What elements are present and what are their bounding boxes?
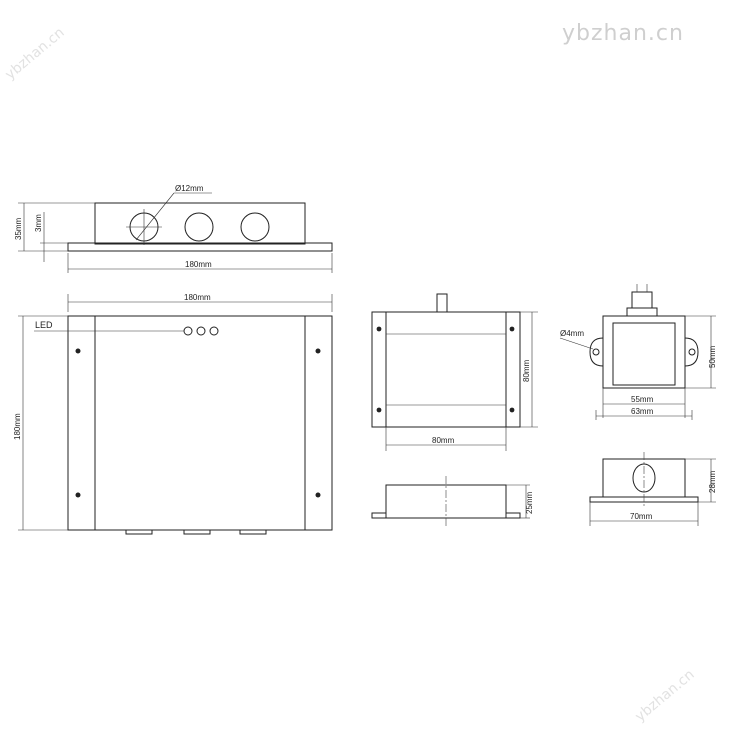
top-view-body [94, 202, 306, 245]
connector-1 [125, 529, 153, 535]
flange-thickness-label: 3mm [34, 214, 43, 232]
led-1 [183, 326, 193, 336]
connector-3 [239, 529, 267, 535]
mid-body [385, 311, 507, 428]
watermark-top-left: ybzhan.cn [2, 25, 67, 83]
right-ear-right [684, 337, 699, 367]
mid-plate [371, 311, 521, 428]
right-hole-label: Ø4mm [560, 329, 584, 338]
right-cable-gland [631, 291, 653, 309]
cable-hole-3 [240, 212, 270, 242]
middle-side-view: 25mm [371, 476, 534, 526]
mounting-hole-br [315, 492, 321, 498]
cable-hole-2 [184, 212, 214, 242]
mid-side-tab-left [371, 512, 387, 519]
mounting-hole-tr [315, 348, 321, 354]
right-height-label: 50mm [708, 345, 717, 368]
top-view: Ø12mm 35mm 3mm 180mm [14, 184, 333, 273]
mid-side-height-label: 25mm [525, 491, 534, 514]
led-label: LED [35, 320, 53, 330]
top-width-label: 180mm [185, 260, 212, 269]
front-panel [67, 315, 333, 531]
mid-height-label: 80mm [522, 359, 531, 382]
front-width-label: 180mm [184, 293, 211, 302]
front-height-label: 180mm [13, 413, 22, 440]
led-2 [196, 326, 206, 336]
right-body [602, 315, 686, 389]
top-view-flange [67, 242, 333, 252]
right-lid [612, 322, 676, 386]
watermark-top: ybzhan.cn [562, 21, 684, 46]
right-ear-left [589, 337, 604, 367]
mid-cable-gland [436, 293, 448, 313]
mounting-hole-bl [75, 492, 81, 498]
watermark-bottom-right: ybzhan.cn [632, 667, 697, 725]
led-3 [209, 326, 219, 336]
right-inner-width-label: 55mm [631, 395, 654, 404]
connector-2 [183, 529, 211, 535]
right-side-width-label: 70mm [630, 512, 653, 521]
right-hole-right [688, 348, 696, 356]
mid-side-tab-right [505, 512, 521, 519]
front-view: 180mm LED 180mm [13, 293, 333, 535]
top-height-label: 35mm [14, 217, 23, 240]
right-side-view: 28mm 70mm [589, 452, 717, 526]
right-side-height-label: 28mm [708, 470, 717, 493]
middle-top-view: 80mm 80mm [371, 293, 538, 451]
hole-diameter-label: Ø12mm [175, 184, 204, 193]
right-hole-left [592, 348, 600, 356]
right-top-view: Ø4mm 50mm 55mm 63mm [559, 284, 717, 420]
mounting-hole-tl [75, 348, 81, 354]
mid-width-label: 80mm [432, 436, 455, 445]
right-outer-width-label: 63mm [631, 407, 654, 416]
right-gland-base [626, 307, 658, 317]
